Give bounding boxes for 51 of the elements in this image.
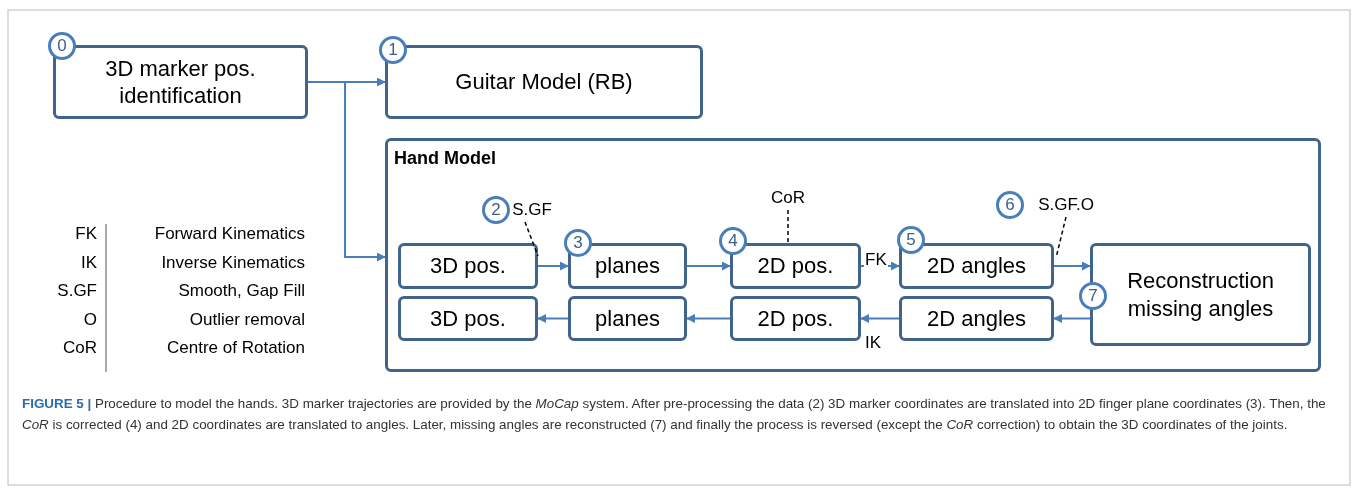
group-title: Hand Model [394,147,496,170]
box-label: 2D pos. [757,304,834,333]
abbreviation: S.GF [57,281,97,301]
edge-label: FK [864,250,888,270]
annotation-text: S.GF [512,199,552,221]
box-label: Guitar Model (RB) [455,68,633,96]
leader-line [787,209,789,244]
group-box [385,138,1321,372]
arrow [537,261,569,271]
box-label: 3D pos. [430,252,506,280]
step-number: 3 [564,229,592,257]
process-box [899,296,1054,341]
abbreviation-meaning: Smooth, Gap Fill [178,281,305,301]
abbreviation-meaning: Outlier removal [189,309,305,330]
annotation-text: S.GF.O [1038,194,1094,216]
abbreviation: IK [80,252,97,273]
process-box [398,296,538,341]
step-number: 5 [897,226,925,254]
box-label: planes [595,304,660,333]
step-number: 1 [379,36,407,64]
arrow [1053,261,1091,271]
box-label: 2D angles [926,252,1027,280]
abbreviation-meaning: Centre of Rotation [167,338,305,358]
box-label: 3D pos. [430,304,506,333]
annotation-text: CoR [771,187,805,209]
arrow [860,261,900,271]
leader-line [524,221,539,257]
abbreviation: CoR [63,338,97,358]
arrow [686,314,731,323]
abbreviation-meaning: Forward Kinematics [154,224,305,244]
arrow [860,314,900,323]
arrow [1053,314,1091,323]
step-number: 6 [996,191,1024,219]
arrow [686,261,731,271]
box-label: 3D marker pos. identification [104,54,257,110]
step-number: 4 [719,227,747,255]
box-label: 2D angles [926,304,1027,333]
process-box [568,296,687,341]
box-label: planes [595,252,660,280]
step-number: 0 [48,32,76,60]
process-box [730,296,861,341]
step-number: 2 [482,196,510,224]
arrow [537,314,569,323]
arrow [307,81,386,262]
figure-caption: FIGURE 5 | Procedure to model the hands. 3D marker trajectories are provided by the MoCap system. After pre-processing the data (2) 3D marker coordinates are translated into 2D finger plane coordinates (3). Then, the CoR is corrected (4) and 2D coordinates are translated to angles. Later, missing angles are reconstructed (7) and finally the process is reversed (except the CoR correction) to obtain the 3D coordinates of the joints. [22,395,1327,434]
abbreviation: FK [75,224,97,244]
abbreviation: O [83,309,97,330]
process-box [398,243,538,289]
step-number: 7 [1079,282,1107,310]
box-label: 2D pos. [757,252,834,280]
abbreviation-meaning: Inverse Kinematics [161,252,305,273]
